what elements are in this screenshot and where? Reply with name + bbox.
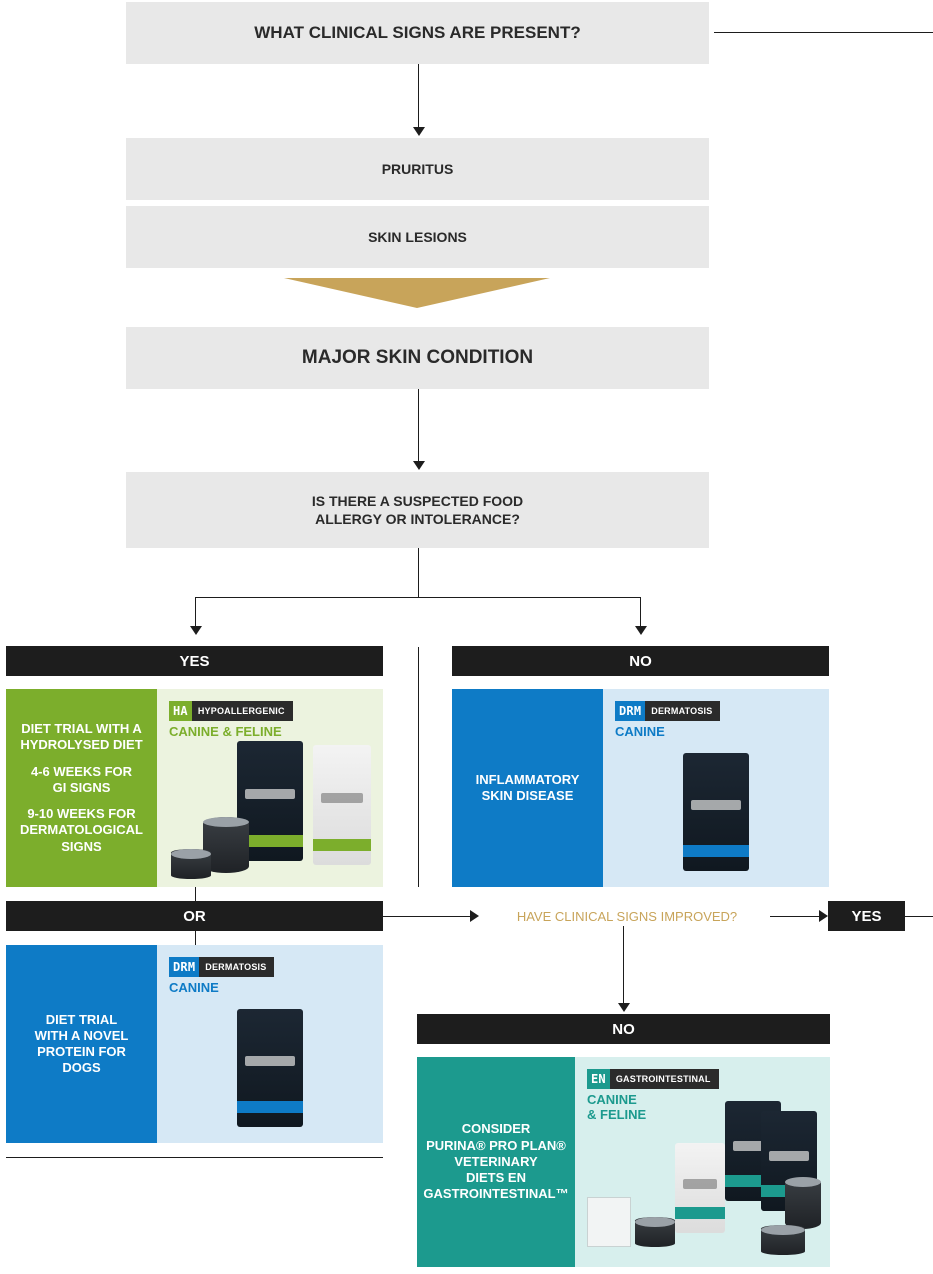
arrow-right-icon bbox=[819, 910, 828, 922]
improved-yes-connector bbox=[905, 916, 933, 917]
product-bag-icon bbox=[675, 1143, 725, 1233]
species-label: CANINE bbox=[615, 724, 665, 739]
product-can-icon bbox=[635, 1217, 675, 1247]
product-pouch-icon bbox=[587, 1197, 631, 1247]
improved-no-bar: NO bbox=[417, 1014, 830, 1044]
arrow-down-icon bbox=[418, 389, 419, 462]
arrow-down-icon bbox=[418, 64, 419, 128]
arrow-down-icon bbox=[635, 626, 647, 635]
arrow-down-icon bbox=[190, 626, 202, 635]
clinical-signs-question: WHAT CLINICAL SIGNS ARE PRESENT? bbox=[126, 2, 709, 64]
hypoallergenic-badge: HA HYPOALLERGENIC bbox=[169, 701, 293, 721]
pruritus-box: PRURITUS bbox=[126, 138, 709, 200]
inflammatory-skin-disease-panel: INFLAMMATORY SKIN DISEASE bbox=[452, 689, 603, 887]
or-connector bbox=[195, 931, 196, 945]
bottom-left-rule bbox=[6, 1157, 383, 1158]
gastrointestinal-panel: CONSIDER PURINA® PRO PLAN® VETERINARY DI… bbox=[417, 1057, 575, 1267]
gold-chevron-icon bbox=[284, 278, 550, 308]
species-label: CANINE bbox=[169, 980, 219, 995]
no-bar: NO bbox=[452, 646, 829, 676]
food-allergy-question-box: IS THERE A SUSPECTED FOOD ALLERGY OR INT… bbox=[126, 472, 709, 548]
or-connector bbox=[195, 887, 196, 901]
arrow-down-icon bbox=[413, 461, 425, 470]
species-label: CANINE & FELINE bbox=[169, 724, 282, 739]
product-can-icon bbox=[785, 1177, 821, 1229]
major-skin-condition-box: MAJOR SKIN CONDITION bbox=[126, 327, 709, 389]
product-bag-icon bbox=[683, 753, 749, 871]
arrow-right-icon bbox=[770, 916, 820, 917]
gastrointestinal-badge: EN GASTROINTESTINAL bbox=[587, 1069, 719, 1089]
product-can-icon bbox=[171, 849, 211, 879]
arrow-down-icon bbox=[195, 597, 196, 627]
product-bag-icon bbox=[237, 1009, 303, 1127]
arrow-down-icon bbox=[623, 926, 624, 1004]
center-divider bbox=[418, 647, 419, 887]
arrow-down-icon bbox=[618, 1003, 630, 1012]
hydrolysed-diet-panel: DIET TRIAL WITH A HYDROLYSED DIET 4-6 WE… bbox=[6, 689, 157, 887]
or-bar: OR bbox=[6, 901, 383, 931]
arrow-down-icon bbox=[413, 127, 425, 136]
hypoallergenic-product-area: HA HYPOALLERGENIC CANINE & FELINE bbox=[157, 689, 383, 887]
product-can-icon bbox=[761, 1225, 805, 1255]
gastrointestinal-product-area: EN GASTROINTESTINAL CANINE & FELINE bbox=[575, 1057, 830, 1267]
dermatosis-product-area: DRM DERMATOSIS CANINE bbox=[157, 945, 383, 1143]
product-bag-icon bbox=[313, 745, 371, 865]
arrow-right-icon bbox=[470, 910, 479, 922]
novel-protein-panel: DIET TRIAL WITH A NOVEL PROTEIN FOR DOGS bbox=[6, 945, 157, 1143]
arrow-right-icon bbox=[383, 916, 471, 917]
dermatosis-badge: DRM DERMATOSIS bbox=[615, 701, 721, 721]
arrow-down-icon bbox=[640, 597, 641, 627]
skin-lesions-box: SKIN LESIONS bbox=[126, 206, 709, 268]
branch-horizontal bbox=[195, 597, 641, 598]
branch-stem bbox=[418, 548, 419, 597]
improved-yes-bar: YES bbox=[828, 901, 905, 931]
species-label: CANINE & FELINE bbox=[587, 1092, 647, 1122]
yes-bar: YES bbox=[6, 646, 383, 676]
improved-question: HAVE CLINICAL SIGNS IMPROVED? bbox=[516, 908, 738, 924]
dermatosis-product-area: DRM DERMATOSIS CANINE bbox=[603, 689, 829, 887]
dermatosis-badge: DRM DERMATOSIS bbox=[169, 957, 275, 977]
top-right-connector bbox=[714, 32, 933, 33]
